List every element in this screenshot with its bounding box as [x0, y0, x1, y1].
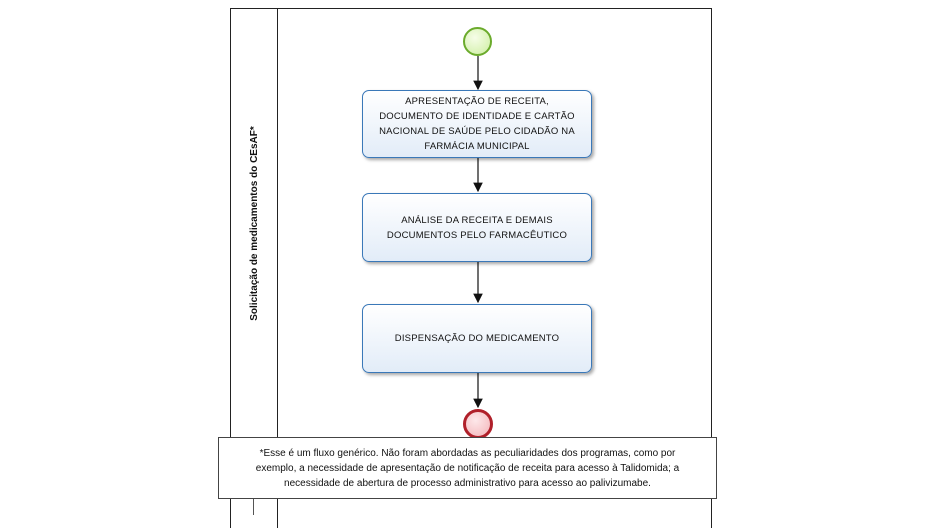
- task-dispensacao: DISPENSAÇÃO DO MEDICAMENTO: [362, 304, 592, 373]
- footnote-connector: [253, 499, 254, 515]
- task-label: DISPENSAÇÃO DO MEDICAMENTO: [394, 333, 560, 344]
- task-label: ANÁLISE DA RECEITA E DEMAIS DOCUMENTOS P…: [386, 214, 568, 241]
- end-event: [463, 409, 493, 439]
- footnote-box: *Esse é um fluxo genérico. Não foram abo…: [218, 437, 717, 499]
- task-apresentacao-receita: APRESENTAÇÃO DE RECEITA, DOCUMENTO DE ID…: [362, 90, 592, 158]
- lane-divider: [277, 8, 278, 528]
- footnote-text: *Esse é um fluxo genérico. Não foram abo…: [255, 447, 680, 489]
- start-event: [463, 27, 492, 56]
- task-label: APRESENTAÇÃO DE RECEITA, DOCUMENTO DE ID…: [379, 96, 575, 152]
- process-pool: [230, 8, 712, 528]
- task-analise-receita: ANÁLISE DA RECEITA E DEMAIS DOCUMENTOS P…: [362, 193, 592, 262]
